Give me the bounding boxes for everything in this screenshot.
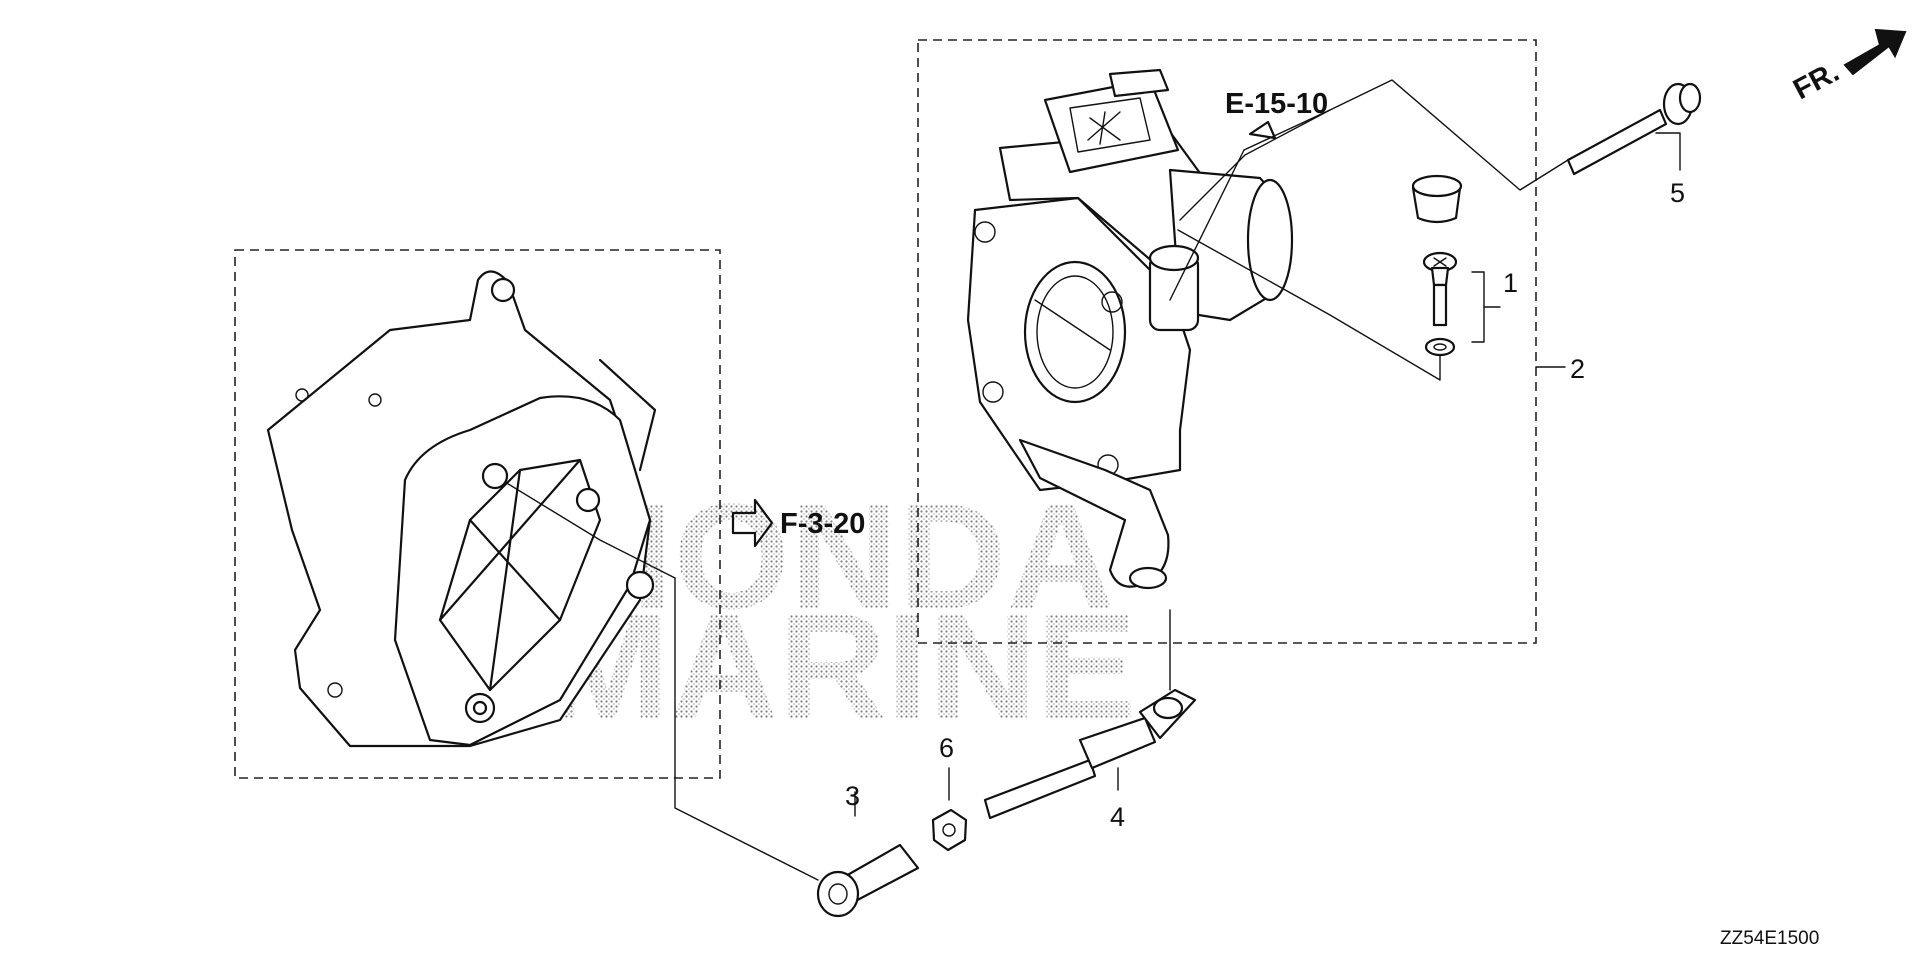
screw-and-washer	[1422, 251, 1458, 357]
front-indicator-label: FR.	[1788, 56, 1844, 106]
watermark-line-1: HONDA	[565, 472, 1115, 640]
watermark: HONDA MARINE	[545, 472, 1137, 750]
callout-3: 3	[845, 781, 860, 811]
bracket-group-box	[234, 249, 721, 779]
hex-nut	[931, 808, 968, 852]
watermark-line-2: MARINE	[545, 582, 1137, 750]
throttle-body-group-box	[917, 39, 1537, 644]
throttle-link-rod	[983, 688, 1197, 820]
rod-end	[816, 843, 920, 918]
plug-cap	[1411, 174, 1463, 224]
throttle-body	[966, 68, 1294, 590]
callout-5: 5	[1670, 178, 1685, 208]
callout-1: 1	[1503, 268, 1518, 298]
callout-6: 6	[939, 733, 954, 763]
flange-bolt	[1566, 82, 1702, 176]
reference-link-f[interactable]: F-3-20	[780, 508, 865, 540]
reference-link-e[interactable]: E-15-10	[1225, 88, 1328, 120]
front-arrow-icon	[1843, 28, 1907, 76]
leader-lines	[504, 79, 1681, 881]
throttle-cam-bracket	[266, 270, 657, 748]
callout-2: 2	[1570, 354, 1585, 384]
reference-arrow-icon	[731, 498, 774, 548]
drawing-code: ZZ54E1500	[1720, 928, 1819, 949]
callout-4: 4	[1110, 802, 1125, 832]
